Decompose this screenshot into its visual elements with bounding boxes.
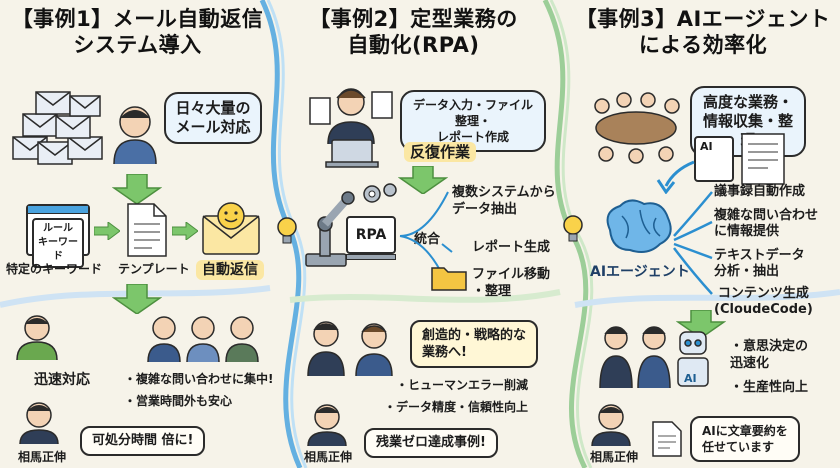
case3-benefit-2: ・生産性向上 <box>730 380 809 395</box>
case1-title: 【事例1】メール自動返信 システム導入 <box>10 6 265 58</box>
presenter-name-3: 相馬正伸 <box>590 450 639 464</box>
robot-ai-label: AI <box>684 372 697 385</box>
relaxed-person-icon <box>16 315 58 360</box>
cheering-team-icon <box>307 321 393 376</box>
report-document-icon <box>741 133 785 185</box>
rule-window: ルール キーワード <box>26 204 90 268</box>
presenter-name-1: 相馬正伸 <box>18 450 67 464</box>
case1-speech: 可処分時間 倍に! <box>80 426 206 456</box>
smiling-mail-icon <box>202 202 260 255</box>
template-document-icon <box>127 203 167 257</box>
ai-brain-icon <box>606 199 672 253</box>
lightbulb-icon <box>277 217 297 244</box>
ai-output-2: 複雑な問い合わせ に情報提供 <box>714 208 819 239</box>
arrow-down-icon-4 <box>676 310 726 338</box>
arrow-right-icon-2 <box>172 222 198 240</box>
case2-problem-bubble: データ入力・ファイル整理・ レポート作成 <box>400 90 546 152</box>
ai-document-icon: AI <box>694 136 734 182</box>
arrow-down-icon <box>112 174 162 204</box>
presenter-name-2: 相馬正伸 <box>304 450 353 464</box>
ai-output-1: 議事録自動作成 <box>714 184 806 199</box>
label-integrate: 統合 <box>414 232 441 247</box>
rpa-screen-base <box>346 254 396 260</box>
case2-speech: 残業ゼロ達成事例! <box>364 428 498 458</box>
case1-title-line2: システム導入 <box>73 33 202 57</box>
rpa-screen: RPA <box>346 216 396 254</box>
case3-benefit-1: ・意思決定の 迅速化 <box>730 339 809 371</box>
gear-icon <box>363 183 397 203</box>
ai-output-3: テキストデータ 分析・抽出 <box>714 248 805 279</box>
mail-pile-icon <box>12 91 103 165</box>
arrow-right-icon <box>94 222 120 240</box>
case1-title-line1: 【事例1】メール自動返信 <box>11 7 264 31</box>
label-auto-reply: 自動返信 <box>196 260 264 280</box>
flow-file-move: ファイル移動 ・整理 <box>472 267 551 299</box>
case3-speech: AIに文章要約を 任せています <box>690 416 800 462</box>
flow-extract: 複数システムから データ抽出 <box>452 185 556 217</box>
folder-icon <box>431 267 467 291</box>
strategic-work-box: 創造的・戦略的な 業務へ! <box>410 320 539 368</box>
case1-benefit-1: ・複雑な問い合わせに集中! <box>124 372 274 386</box>
label-template: テンプレート <box>118 262 190 276</box>
case2-title-line1: 【事例2】定型業務の <box>309 7 518 31</box>
rule-keyword-box: ルール キーワード <box>32 218 84 268</box>
ai-output-4: コンテンツ生成 (CloudeCode) <box>714 286 813 317</box>
case3-title: 【事例3】AIエージェント による効率化 <box>572 6 834 58</box>
arrow-down-icon-2 <box>112 284 162 314</box>
label-quick-response: 迅速対応 <box>34 372 90 388</box>
label-repetitive-work: 反復作業 <box>404 142 477 162</box>
meeting-table-icon <box>594 92 680 164</box>
output-arrows <box>673 191 713 295</box>
team-with-robot-icon <box>599 326 709 388</box>
case3-title-line1: 【事例3】AIエージェント <box>575 7 831 31</box>
presenter-avatar-1 <box>19 402 59 444</box>
arrow-down-left-icon <box>656 160 695 194</box>
case2-title-line2: 自動化(RPA) <box>347 33 480 57</box>
lightbulb-icon-2 <box>563 215 583 242</box>
ai-agent-label: AIエージェント <box>590 264 690 280</box>
paper-document-icon <box>652 421 682 457</box>
case2-title: 【事例2】定型業務の 自動化(RPA) <box>286 6 541 58</box>
case1-benefit-2: ・営業時間外も安心 <box>124 394 233 408</box>
stressed-person-icon <box>113 106 157 164</box>
case1-problem-bubble: 日々大量の メール対応 <box>164 92 262 144</box>
presenter-avatar-3 <box>591 404 631 446</box>
case3-title-line2: による効率化 <box>638 33 768 57</box>
arrow-down-icon-3 <box>398 166 448 194</box>
flow-report: レポート生成 <box>472 240 551 255</box>
case2-benefit-1: ・ヒューマンエラー削減 <box>396 378 529 392</box>
happy-team-icon <box>147 316 259 362</box>
label-specific-keyword: 特定のキーワード <box>6 262 103 276</box>
case2-benefit-2: ・データ精度・信頼性向上 <box>384 400 529 414</box>
robot-arm-icon <box>305 191 355 267</box>
busy-worker-icon <box>309 88 393 168</box>
presenter-avatar-2 <box>307 404 347 446</box>
